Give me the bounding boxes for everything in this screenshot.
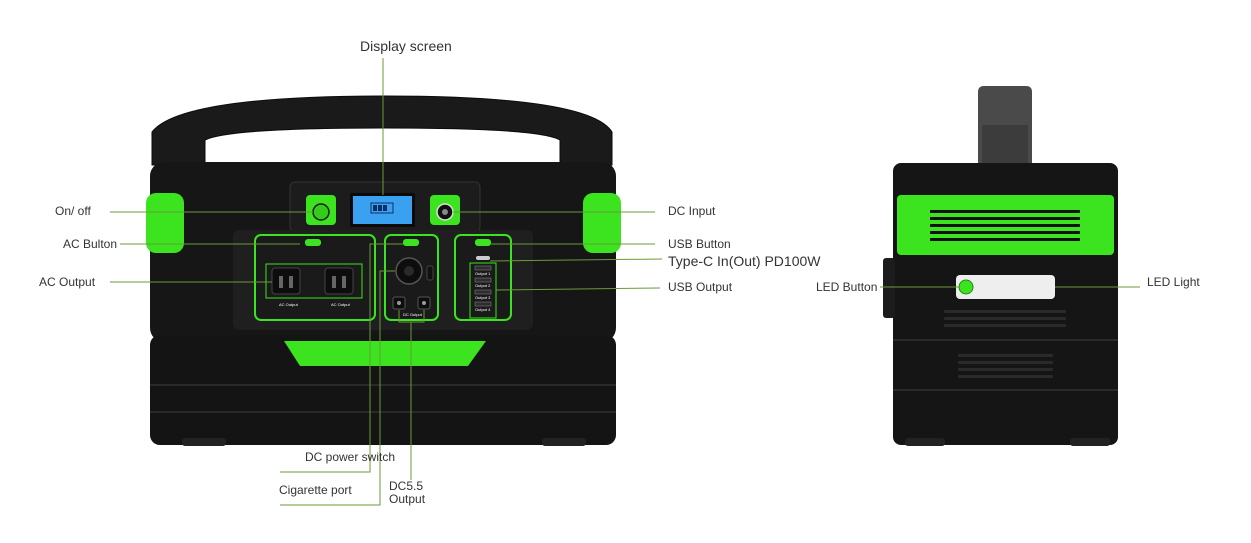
label-cigarette-port: Cigarette port (279, 483, 352, 497)
label-usb-button: USB Button (668, 237, 731, 251)
label-usb-output: USB Output (668, 280, 733, 294)
usb-port-1 (474, 265, 492, 271)
ac-socket-right (324, 267, 354, 295)
ac-output-tag-left: AC Output (279, 302, 299, 307)
power-button[interactable] (312, 203, 330, 221)
label-ac-button: AC Bulton (63, 237, 117, 251)
label-type-c: Type-C In(Out) PD100W (668, 253, 821, 269)
usb-port-2 (474, 277, 492, 283)
label-dc55-line1: DC5.5 (389, 479, 423, 493)
usb-button[interactable] (475, 239, 491, 246)
ac-module (254, 234, 376, 321)
right-green-bumper (583, 193, 621, 253)
leader-lines (110, 58, 1140, 506)
lower-body (150, 335, 616, 445)
front-view: AC Output AC Output DC Output Output 1 O… (146, 95, 621, 446)
foot-left (182, 438, 226, 446)
usb-out-tag-1: Output 1 (475, 271, 491, 276)
ac-button[interactable] (305, 239, 321, 246)
dc-output-tag: DC Output (403, 312, 423, 317)
label-on-off: On/ off (55, 204, 91, 218)
dc-power-switch[interactable] (403, 239, 419, 246)
carry-handle (151, 95, 613, 166)
side-view (883, 86, 1118, 446)
label-dc55-line2: Output (389, 492, 426, 506)
label-display-screen: Display screen (360, 38, 452, 54)
led-button[interactable] (958, 279, 974, 295)
usb-module (454, 234, 512, 321)
ac-output-tag-right: AC Output (331, 302, 351, 307)
front-green-strip (284, 341, 486, 366)
label-ac-output: AC Output (39, 275, 96, 289)
usb-out-tag-2: Output 2 (475, 283, 491, 288)
label-led-button: LED Button (816, 280, 877, 294)
vent-grille (930, 210, 1080, 241)
usb-port-4 (474, 301, 492, 307)
led-light (956, 275, 1055, 299)
ac-socket-left (271, 267, 301, 295)
usb-port-3 (474, 289, 492, 295)
lcd-panel (353, 196, 412, 224)
type-c-port (476, 256, 490, 260)
label-dc-input: DC Input (668, 204, 716, 218)
foot-right (542, 438, 586, 446)
left-green-bumper (146, 193, 184, 253)
label-dc-power-switch: DC power switch (305, 450, 395, 464)
usb-out-tag-4: Output 4 (475, 307, 491, 312)
usb-out-tag-3: Output 3 (475, 295, 491, 300)
label-led-light: LED Light (1147, 275, 1200, 289)
